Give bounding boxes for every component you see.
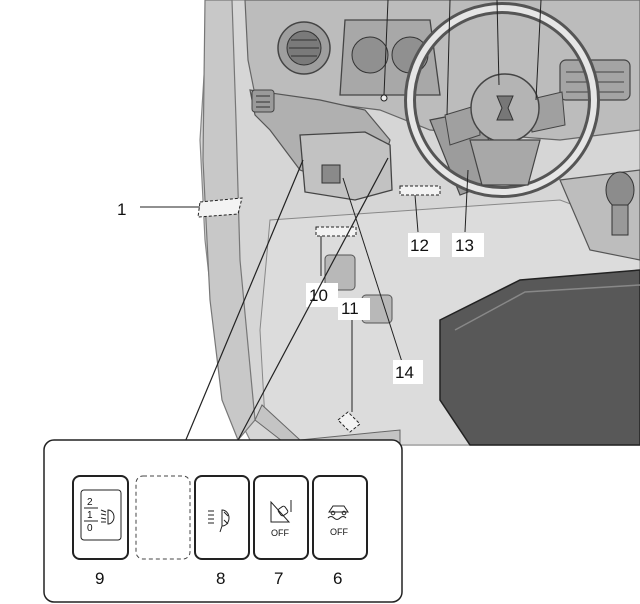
switch-label-6: 6 [333,569,342,588]
switch-position-1 [197,197,243,218]
switch-7-off-text: OFF [271,528,289,538]
headlight-washer-icon [208,509,230,533]
switch-6-off-text: OFF [330,527,348,537]
hidden-switch-markers [197,185,441,433]
zoom-connector-lines [184,157,389,443]
switch-label-8: 8 [216,569,225,588]
callout-12: 12 [410,236,429,255]
headlight-icon [100,509,115,525]
headlight-level-2: 2 [87,497,93,508]
switch-position-11 [337,411,361,433]
headlight-leveling-switch: 2 1 0 [72,475,129,560]
switch-label-9: 9 [95,569,104,588]
callout-11: 11 [341,299,359,318]
empty-switch-slot [135,475,191,560]
headlight-level-0: 0 [87,523,93,534]
esp-car-skid-icon [327,505,349,520]
callout-14: 14 [395,363,414,382]
switch-label-7: 7 [274,569,283,588]
esp-off-switch: OFF [312,475,368,560]
switch-position-12 [399,185,441,196]
hill-descent-icon [270,500,292,523]
hill-descent-off-switch: OFF [253,475,309,560]
headlight-level-1: 1 [87,510,93,521]
callout-13: 13 [455,236,474,255]
switch-panel-inset: 2 1 0 [43,439,403,603]
switch-position-10 [315,226,357,237]
headlight-washer-switch [194,475,250,560]
callout-1: 1 [117,200,126,219]
callout-leader-lines [140,169,469,412]
callout-10: 10 [309,286,328,305]
callout-labels: 1 12 13 10 11 14 [117,200,484,384]
